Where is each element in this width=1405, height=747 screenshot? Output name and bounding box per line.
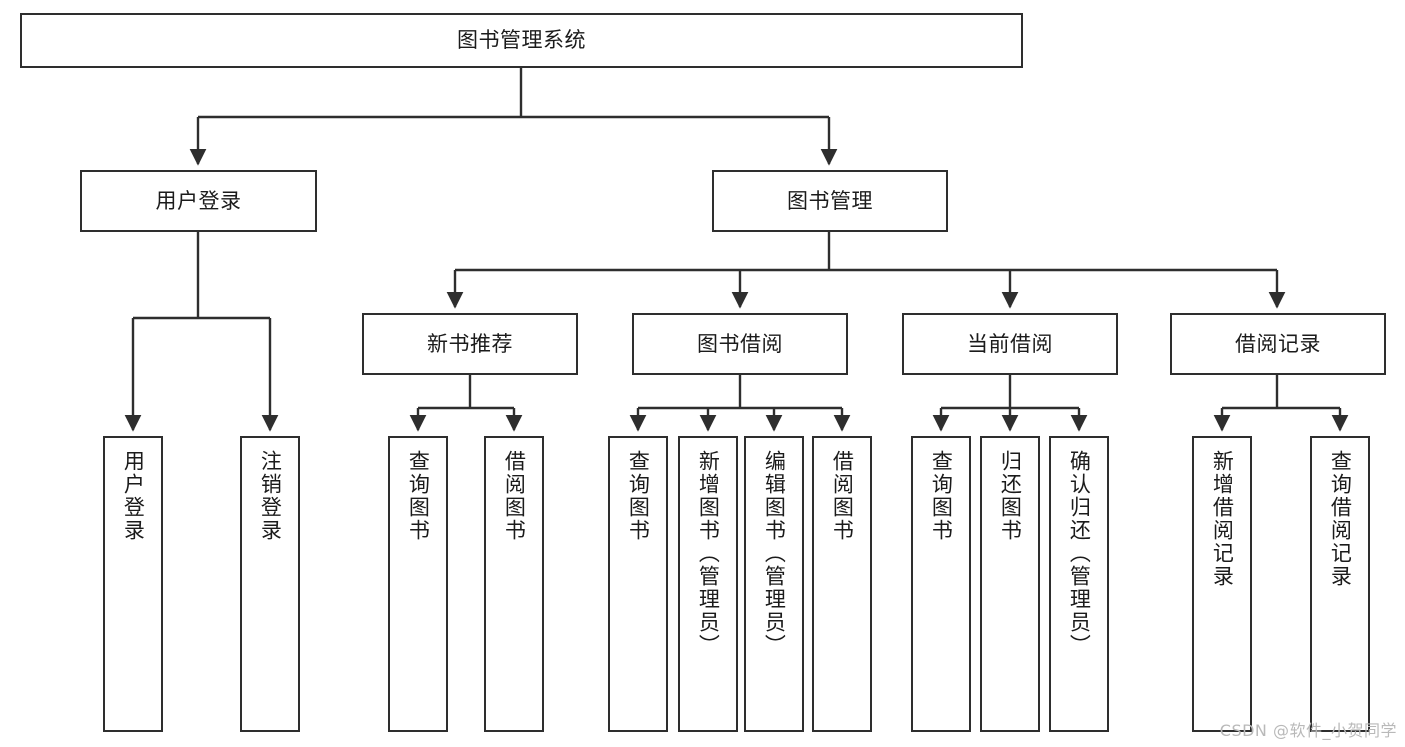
- leaf-return-book-label: 归还图书: [998, 450, 1023, 542]
- leaf-logout[interactable]: 注销登录: [240, 436, 300, 732]
- leaf-add-borrow-record-label: 新增借阅记录: [1210, 450, 1235, 588]
- leaf-edit-book-admin[interactable]: 编辑图书（管理员）: [744, 436, 804, 732]
- node-book-borrow-label: 图书借阅: [697, 331, 783, 356]
- leaf-return-book[interactable]: 归还图书: [980, 436, 1040, 732]
- leaf-add-book-admin[interactable]: 新增图书（管理员）: [678, 436, 738, 732]
- leaf-query-borrow-record-label: 查询借阅记录: [1328, 450, 1353, 588]
- leaf-query-book-borrow-label: 查询图书: [626, 450, 651, 542]
- node-borrow-record-label: 借阅记录: [1235, 331, 1321, 356]
- node-book-management-label: 图书管理: [787, 188, 873, 213]
- leaf-query-book-current-label: 查询图书: [929, 450, 954, 542]
- leaf-query-borrow-record[interactable]: 查询借阅记录: [1310, 436, 1370, 732]
- leaf-borrow-book-label: 借阅图书: [830, 450, 855, 542]
- leaf-edit-book-admin-label: 编辑图书（管理员）: [762, 450, 787, 657]
- leaf-user-login[interactable]: 用户登录: [103, 436, 163, 732]
- leaf-query-book-borrow[interactable]: 查询图书: [608, 436, 668, 732]
- node-book-borrow[interactable]: 图书借阅: [632, 313, 848, 375]
- node-root-system-label: 图书管理系统: [457, 28, 586, 53]
- node-current-borrow[interactable]: 当前借阅: [902, 313, 1118, 375]
- leaf-query-book-recommend[interactable]: 查询图书: [388, 436, 448, 732]
- node-user-login-label: 用户登录: [155, 188, 242, 213]
- leaf-borrow-book[interactable]: 借阅图书: [812, 436, 872, 732]
- node-new-book-recommend[interactable]: 新书推荐: [362, 313, 578, 375]
- node-root-system[interactable]: 图书管理系统: [20, 13, 1023, 68]
- node-new-book-recommend-label: 新书推荐: [427, 331, 513, 356]
- node-current-borrow-label: 当前借阅: [967, 331, 1053, 356]
- leaf-confirm-return-admin[interactable]: 确认归还（管理员）: [1049, 436, 1109, 732]
- leaf-confirm-return-admin-label: 确认归还（管理员）: [1067, 450, 1092, 657]
- leaf-query-book-recommend-label: 查询图书: [406, 450, 431, 542]
- node-borrow-record[interactable]: 借阅记录: [1170, 313, 1386, 375]
- leaf-add-borrow-record[interactable]: 新增借阅记录: [1192, 436, 1252, 732]
- leaf-user-login-label: 用户登录: [121, 450, 146, 542]
- leaf-query-book-current[interactable]: 查询图书: [911, 436, 971, 732]
- node-user-login[interactable]: 用户登录: [80, 170, 317, 232]
- leaf-add-book-admin-label: 新增图书（管理员）: [696, 450, 721, 657]
- leaf-logout-label: 注销登录: [258, 450, 283, 542]
- leaf-borrow-book-recommend[interactable]: 借阅图书: [484, 436, 544, 732]
- node-book-management[interactable]: 图书管理: [712, 170, 948, 232]
- leaf-borrow-book-recommend-label: 借阅图书: [502, 450, 527, 542]
